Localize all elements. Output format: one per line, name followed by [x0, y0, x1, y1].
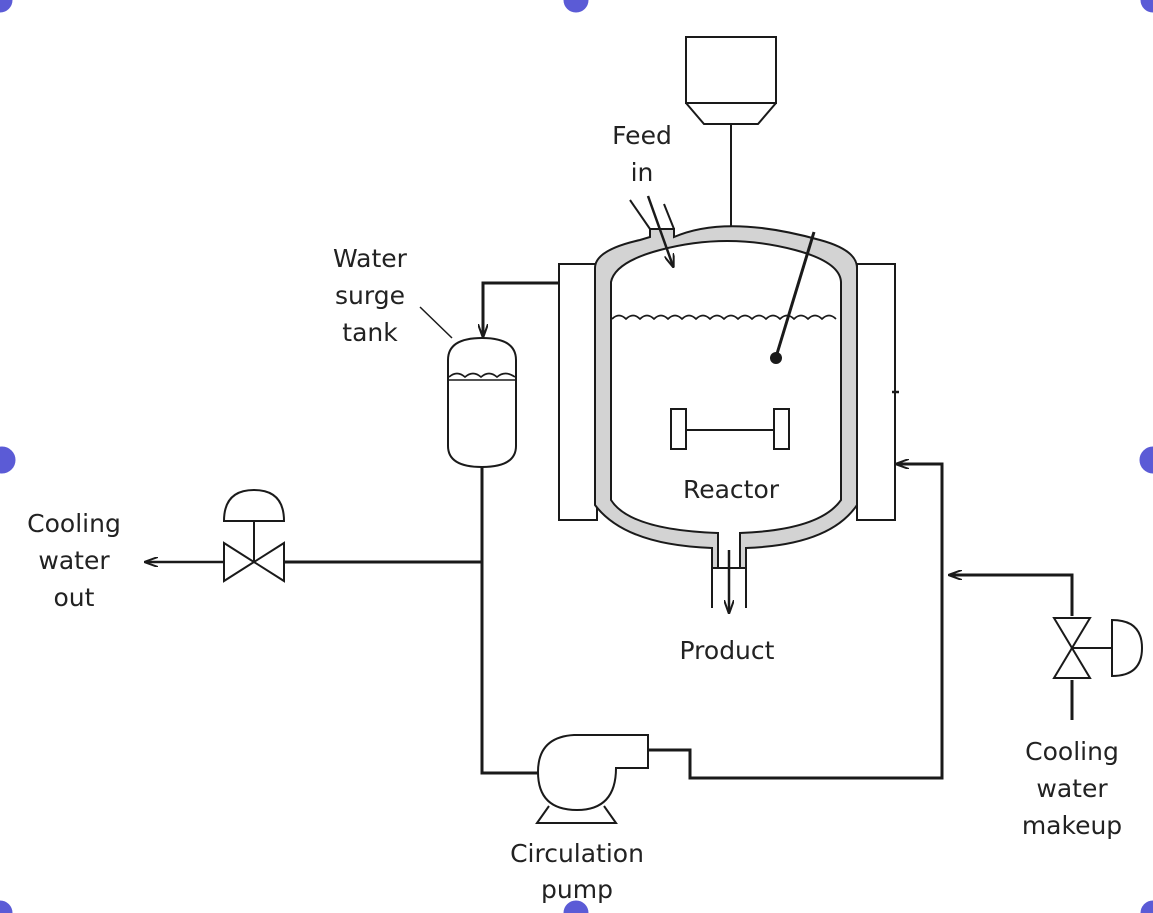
surge-tank-label-line1: Water: [333, 244, 408, 273]
makeup-label-line2: water: [1036, 774, 1108, 803]
reactor-label: Reactor: [683, 475, 780, 504]
product-outlet: [711, 550, 747, 612]
resize-handle-top-left[interactable]: [0, 0, 16, 16]
feed-in-label-line2: in: [631, 158, 654, 187]
water-surge-tank: [447, 336, 517, 469]
resize-handle-top-right[interactable]: [1137, 0, 1153, 16]
cooling-out-label-line2: water: [38, 546, 110, 575]
makeup-label-line1: Cooling: [1025, 737, 1119, 766]
surge-tank-leader: [419, 306, 453, 339]
makeup-label-line3: makeup: [1022, 811, 1122, 840]
control-valve-makeup[interactable]: [1052, 617, 1144, 679]
piping: [146, 281, 1074, 780]
resize-handle-middle-left[interactable]: [0, 443, 19, 477]
cooling-out-label-line1: Cooling: [27, 509, 121, 538]
product-label: Product: [680, 636, 775, 665]
surge-tank-label-line3: tank: [342, 318, 398, 347]
resize-handle-bottom-right[interactable]: [1137, 897, 1153, 913]
resize-handle-top-center[interactable]: [560, 0, 592, 16]
labels: Feed in Water surge tank Reactor Product…: [27, 121, 1122, 904]
feed-inlet: [629, 195, 675, 266]
pump-label-line1: Circulation: [510, 839, 644, 868]
resize-handle-middle-right[interactable]: [1136, 443, 1153, 477]
control-valve-out[interactable]: [222, 488, 286, 583]
pump-label-line2: pump: [541, 875, 613, 904]
resize-handle-bottom-center[interactable]: [560, 897, 592, 913]
reactor-vessel: [594, 225, 858, 569]
cooling-out-label-line3: out: [54, 583, 95, 612]
resize-handle-bottom-left[interactable]: [0, 897, 16, 913]
feed-in-label-line1: Feed: [612, 121, 672, 150]
circulation-pump: [535, 734, 649, 824]
surge-tank-label-line2: surge: [335, 281, 405, 310]
